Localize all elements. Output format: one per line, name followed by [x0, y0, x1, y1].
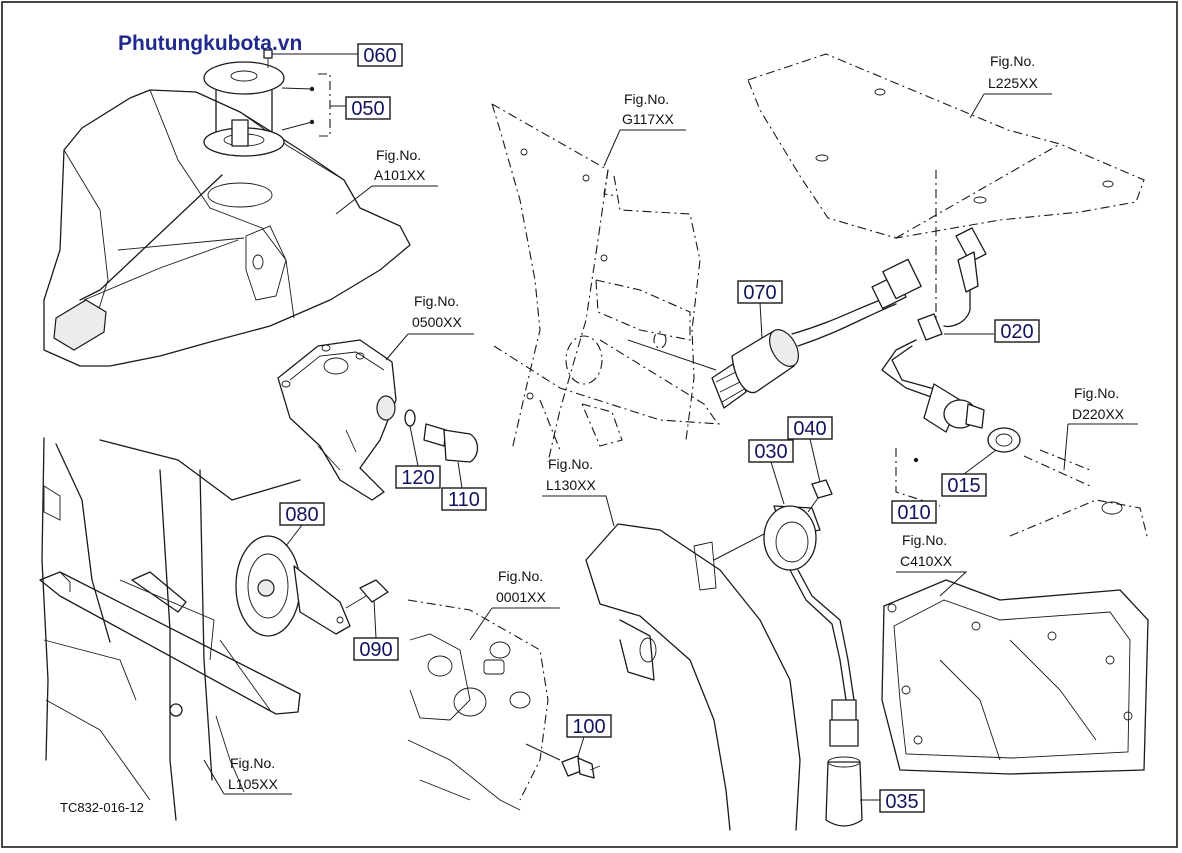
- callout-120[interactable]: 120: [395, 465, 441, 489]
- figure-ref-number: 0500XX: [412, 314, 462, 330]
- temp-switch-drawing: [747, 53, 1145, 507]
- figure-ref-c410[interactable]: Fig.No. C410XX: [896, 532, 968, 597]
- callout-020[interactable]: 020: [994, 319, 1040, 343]
- figure-ref-o500[interactable]: Fig.No. 0500XX: [385, 293, 474, 361]
- drawing-code: TC832-016-12: [60, 800, 144, 815]
- figure-ref-number: L130XX: [546, 477, 596, 493]
- callout-label: 080: [285, 504, 318, 526]
- callout-015[interactable]: 015: [941, 449, 997, 497]
- figure-ref-number: C410XX: [900, 553, 953, 569]
- callout-080[interactable]: 080: [279, 502, 325, 547]
- figure-ref-title: Fig.No.: [624, 91, 669, 107]
- callout-label: 030: [754, 441, 787, 463]
- figure-ref-title: Fig.No.: [498, 568, 543, 584]
- callout-label: 035: [885, 791, 918, 813]
- hydraulic-switch-drawing: [491, 103, 922, 463]
- callout-030[interactable]: 030: [748, 439, 794, 505]
- callout-010[interactable]: 010: [891, 500, 937, 524]
- figure-ref-l105[interactable]: Fig.No. L105XX: [203, 755, 292, 795]
- figure-ref-title: Fig.No.: [414, 293, 459, 309]
- callout-090[interactable]: 090: [353, 599, 399, 661]
- thermostat-housing-drawing: [277, 339, 479, 501]
- figure-ref-number: A101XX: [374, 167, 426, 183]
- callout-070[interactable]: 070: [737, 280, 783, 339]
- figure-ref-title: Fig.No.: [376, 147, 421, 163]
- callout-110[interactable]: 110: [441, 487, 487, 511]
- figure-ref-o001[interactable]: Fig.No. 0001XX: [469, 568, 560, 641]
- speed-sensor-drawing: [585, 479, 880, 831]
- callout-label: 010: [897, 502, 930, 524]
- figure-ref-title: Fig.No.: [1074, 385, 1119, 401]
- callout-035[interactable]: 035: [879, 789, 925, 813]
- callout-label: 110: [448, 489, 480, 511]
- callout-label: 050: [351, 98, 384, 120]
- fuel-tank-drawing: [43, 49, 411, 367]
- callout-060[interactable]: 060: [357, 43, 403, 67]
- callout-label: 020: [1000, 321, 1033, 343]
- figure-ref-title: Fig.No.: [230, 755, 275, 771]
- callout-label: 060: [363, 45, 396, 67]
- callout-100[interactable]: 100: [566, 714, 612, 757]
- callout-label: 040: [793, 418, 826, 440]
- figure-ref-number: D220XX: [1072, 406, 1125, 422]
- horn-drawing: [39, 437, 389, 821]
- figure-ref-title: Fig.No.: [990, 53, 1035, 69]
- figure-ref-title: Fig.No.: [548, 456, 593, 472]
- watermark-text: Phutungkubota.vn: [118, 32, 302, 55]
- engine-block-drawing: [407, 599, 601, 811]
- figure-ref-l225[interactable]: Fig.No. L225XX: [969, 53, 1052, 119]
- callout-label: 120: [401, 467, 434, 489]
- figure-ref-number: L225XX: [988, 75, 1038, 91]
- callout-label: 015: [947, 475, 980, 497]
- callout-label: 090: [359, 639, 392, 661]
- callout-label: 070: [743, 282, 776, 304]
- figure-ref-l130[interactable]: Fig.No. L130XX: [542, 456, 615, 527]
- figure-ref-g117[interactable]: Fig.No. G117XX: [603, 91, 686, 167]
- figure-ref-number: 0001XX: [496, 589, 546, 605]
- callout-050[interactable]: 050: [345, 96, 391, 120]
- callout-label: 100: [572, 716, 605, 738]
- figure-ref-a101[interactable]: Fig.No. A101XX: [335, 147, 438, 215]
- callout-040[interactable]: 040: [787, 416, 833, 483]
- figure-ref-number: L105XX: [228, 776, 278, 792]
- figure-ref-d220[interactable]: Fig.No. D220XX: [1063, 385, 1138, 471]
- figure-ref-number: G117XX: [622, 111, 675, 127]
- figure-ref-title: Fig.No.: [902, 532, 947, 548]
- transmission-case-drawing: [881, 499, 1149, 775]
